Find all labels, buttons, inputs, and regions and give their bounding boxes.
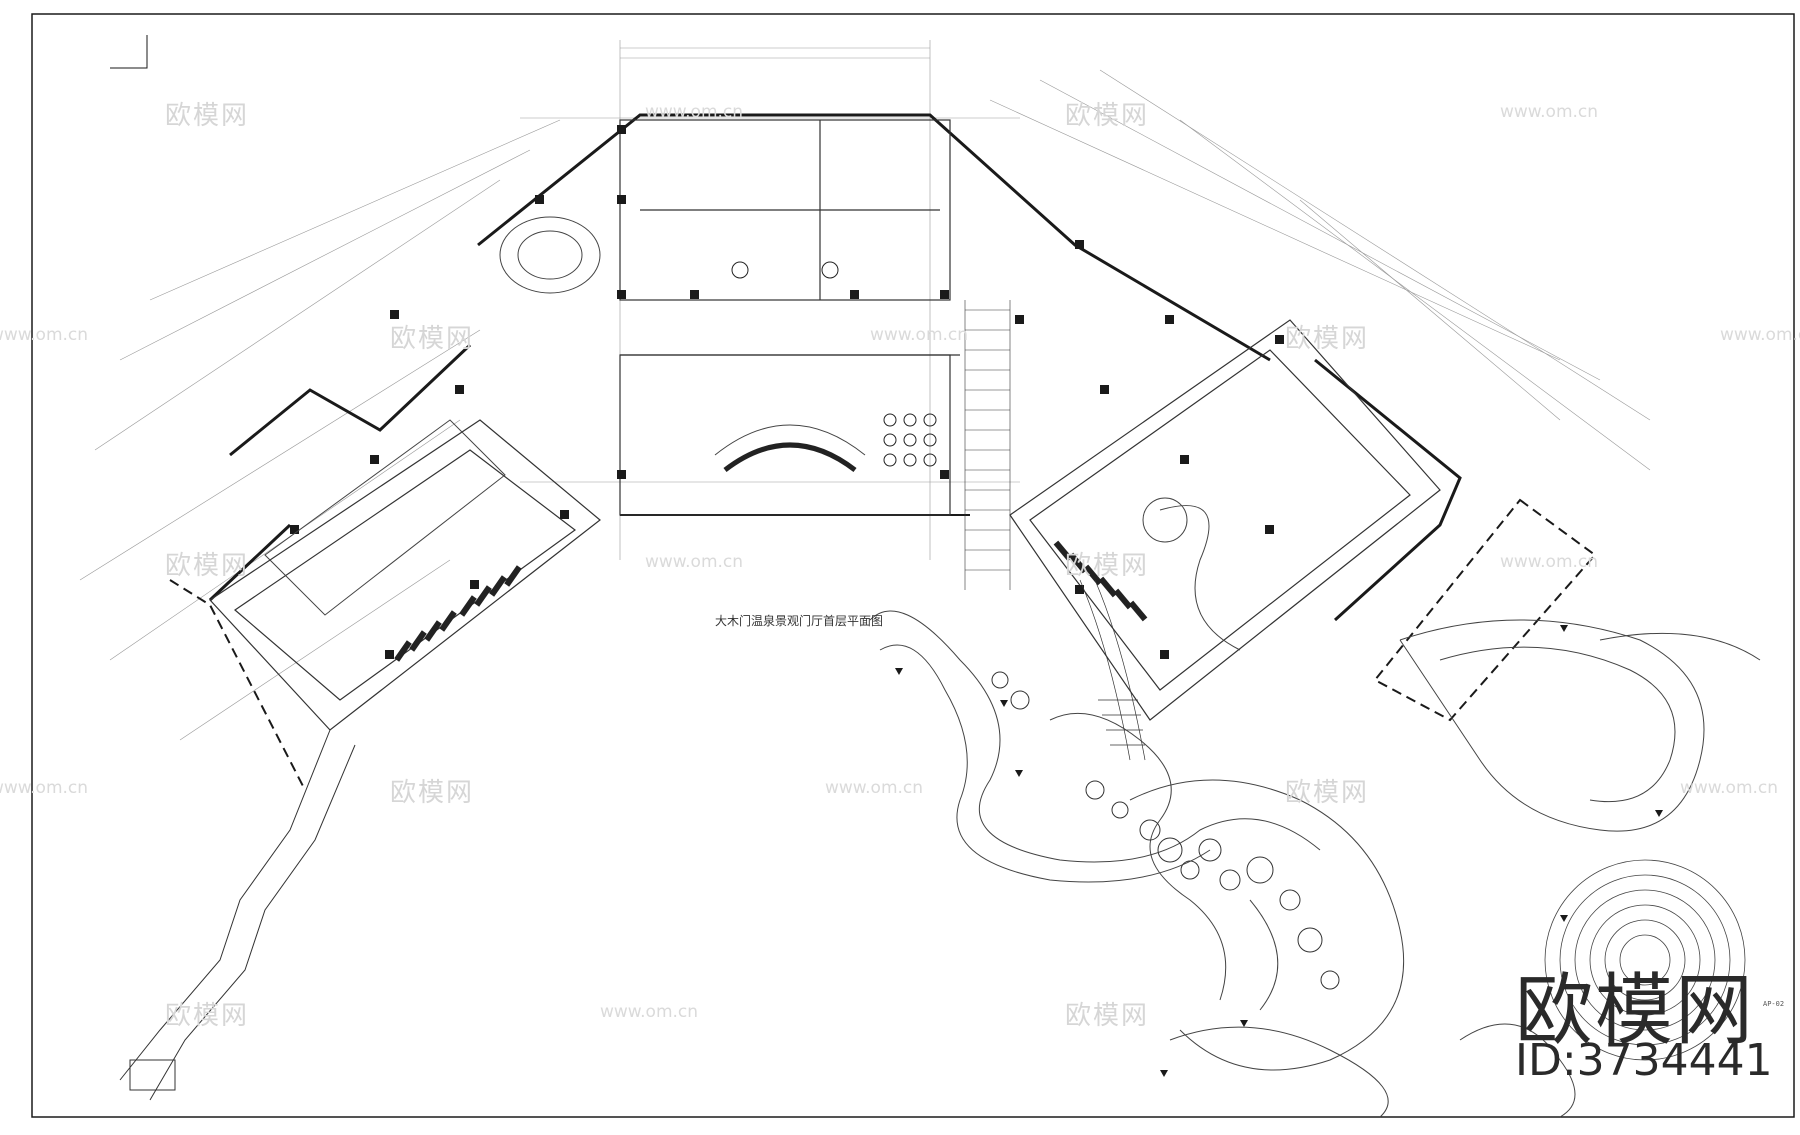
- brand-id-label: ID:3734441: [1515, 1035, 1773, 1086]
- landscape-paths: [869, 610, 1761, 1118]
- pools: [264, 216, 1241, 651]
- bar-counter: [723, 442, 857, 472]
- sheet-number: AP-02: [1763, 1000, 1785, 1008]
- dashed-outline: [169, 498, 1597, 791]
- sheet-border: [31, 13, 1795, 1118]
- bar-counter-edge: [714, 424, 866, 456]
- structural-columns: [290, 125, 1284, 659]
- grid-lines: [79, 40, 1651, 741]
- wing-structure: [209, 119, 1441, 731]
- walkway: [119, 729, 356, 1101]
- plan-title: 大木门温泉景观门厅首层平面图: [715, 614, 884, 628]
- dining-tables: [731, 261, 937, 467]
- amphitheatre: [1544, 859, 1746, 1061]
- lounge-chairs: [394, 540, 1148, 662]
- building-outline: [208, 113, 1462, 622]
- rock-clusters: [991, 671, 1340, 990]
- garden-stair: [1079, 579, 1146, 761]
- brand-logo-text: 欧模网: [1515, 966, 1756, 1056]
- stair-ramp: [964, 300, 1011, 590]
- level-markers: [895, 625, 1663, 1077]
- corner-mark: [110, 35, 148, 69]
